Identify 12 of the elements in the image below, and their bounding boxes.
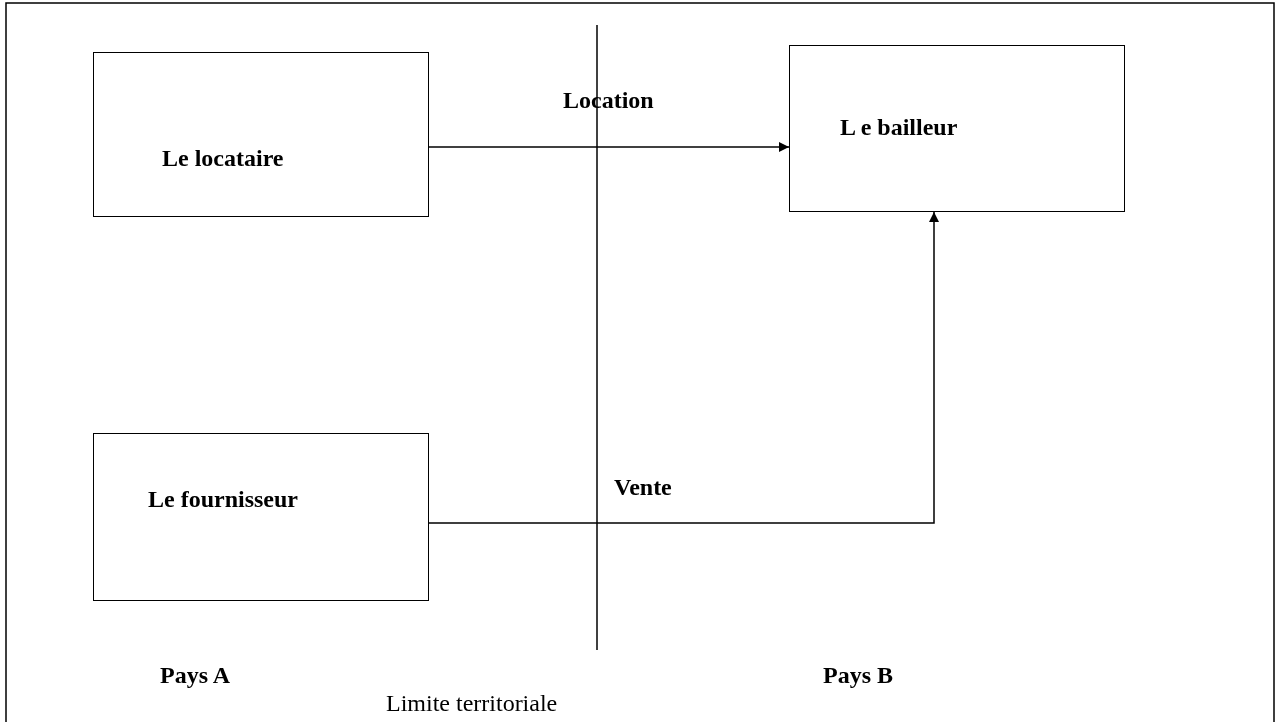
boundary-label: Limite territoriale [386, 690, 558, 717]
entity-label: L e bailleur [840, 114, 958, 141]
entity-label: Le locataire [162, 145, 284, 172]
arrow [428, 211, 939, 524]
entity-box [93, 52, 429, 217]
region-label: Pays B [823, 662, 893, 689]
entity-box [93, 433, 429, 601]
entity-box [789, 45, 1125, 212]
region-label: Pays A [160, 662, 230, 689]
edge-label: Vente [614, 474, 672, 501]
arrow [428, 142, 790, 152]
entity-label: Le fournisseur [148, 486, 298, 513]
